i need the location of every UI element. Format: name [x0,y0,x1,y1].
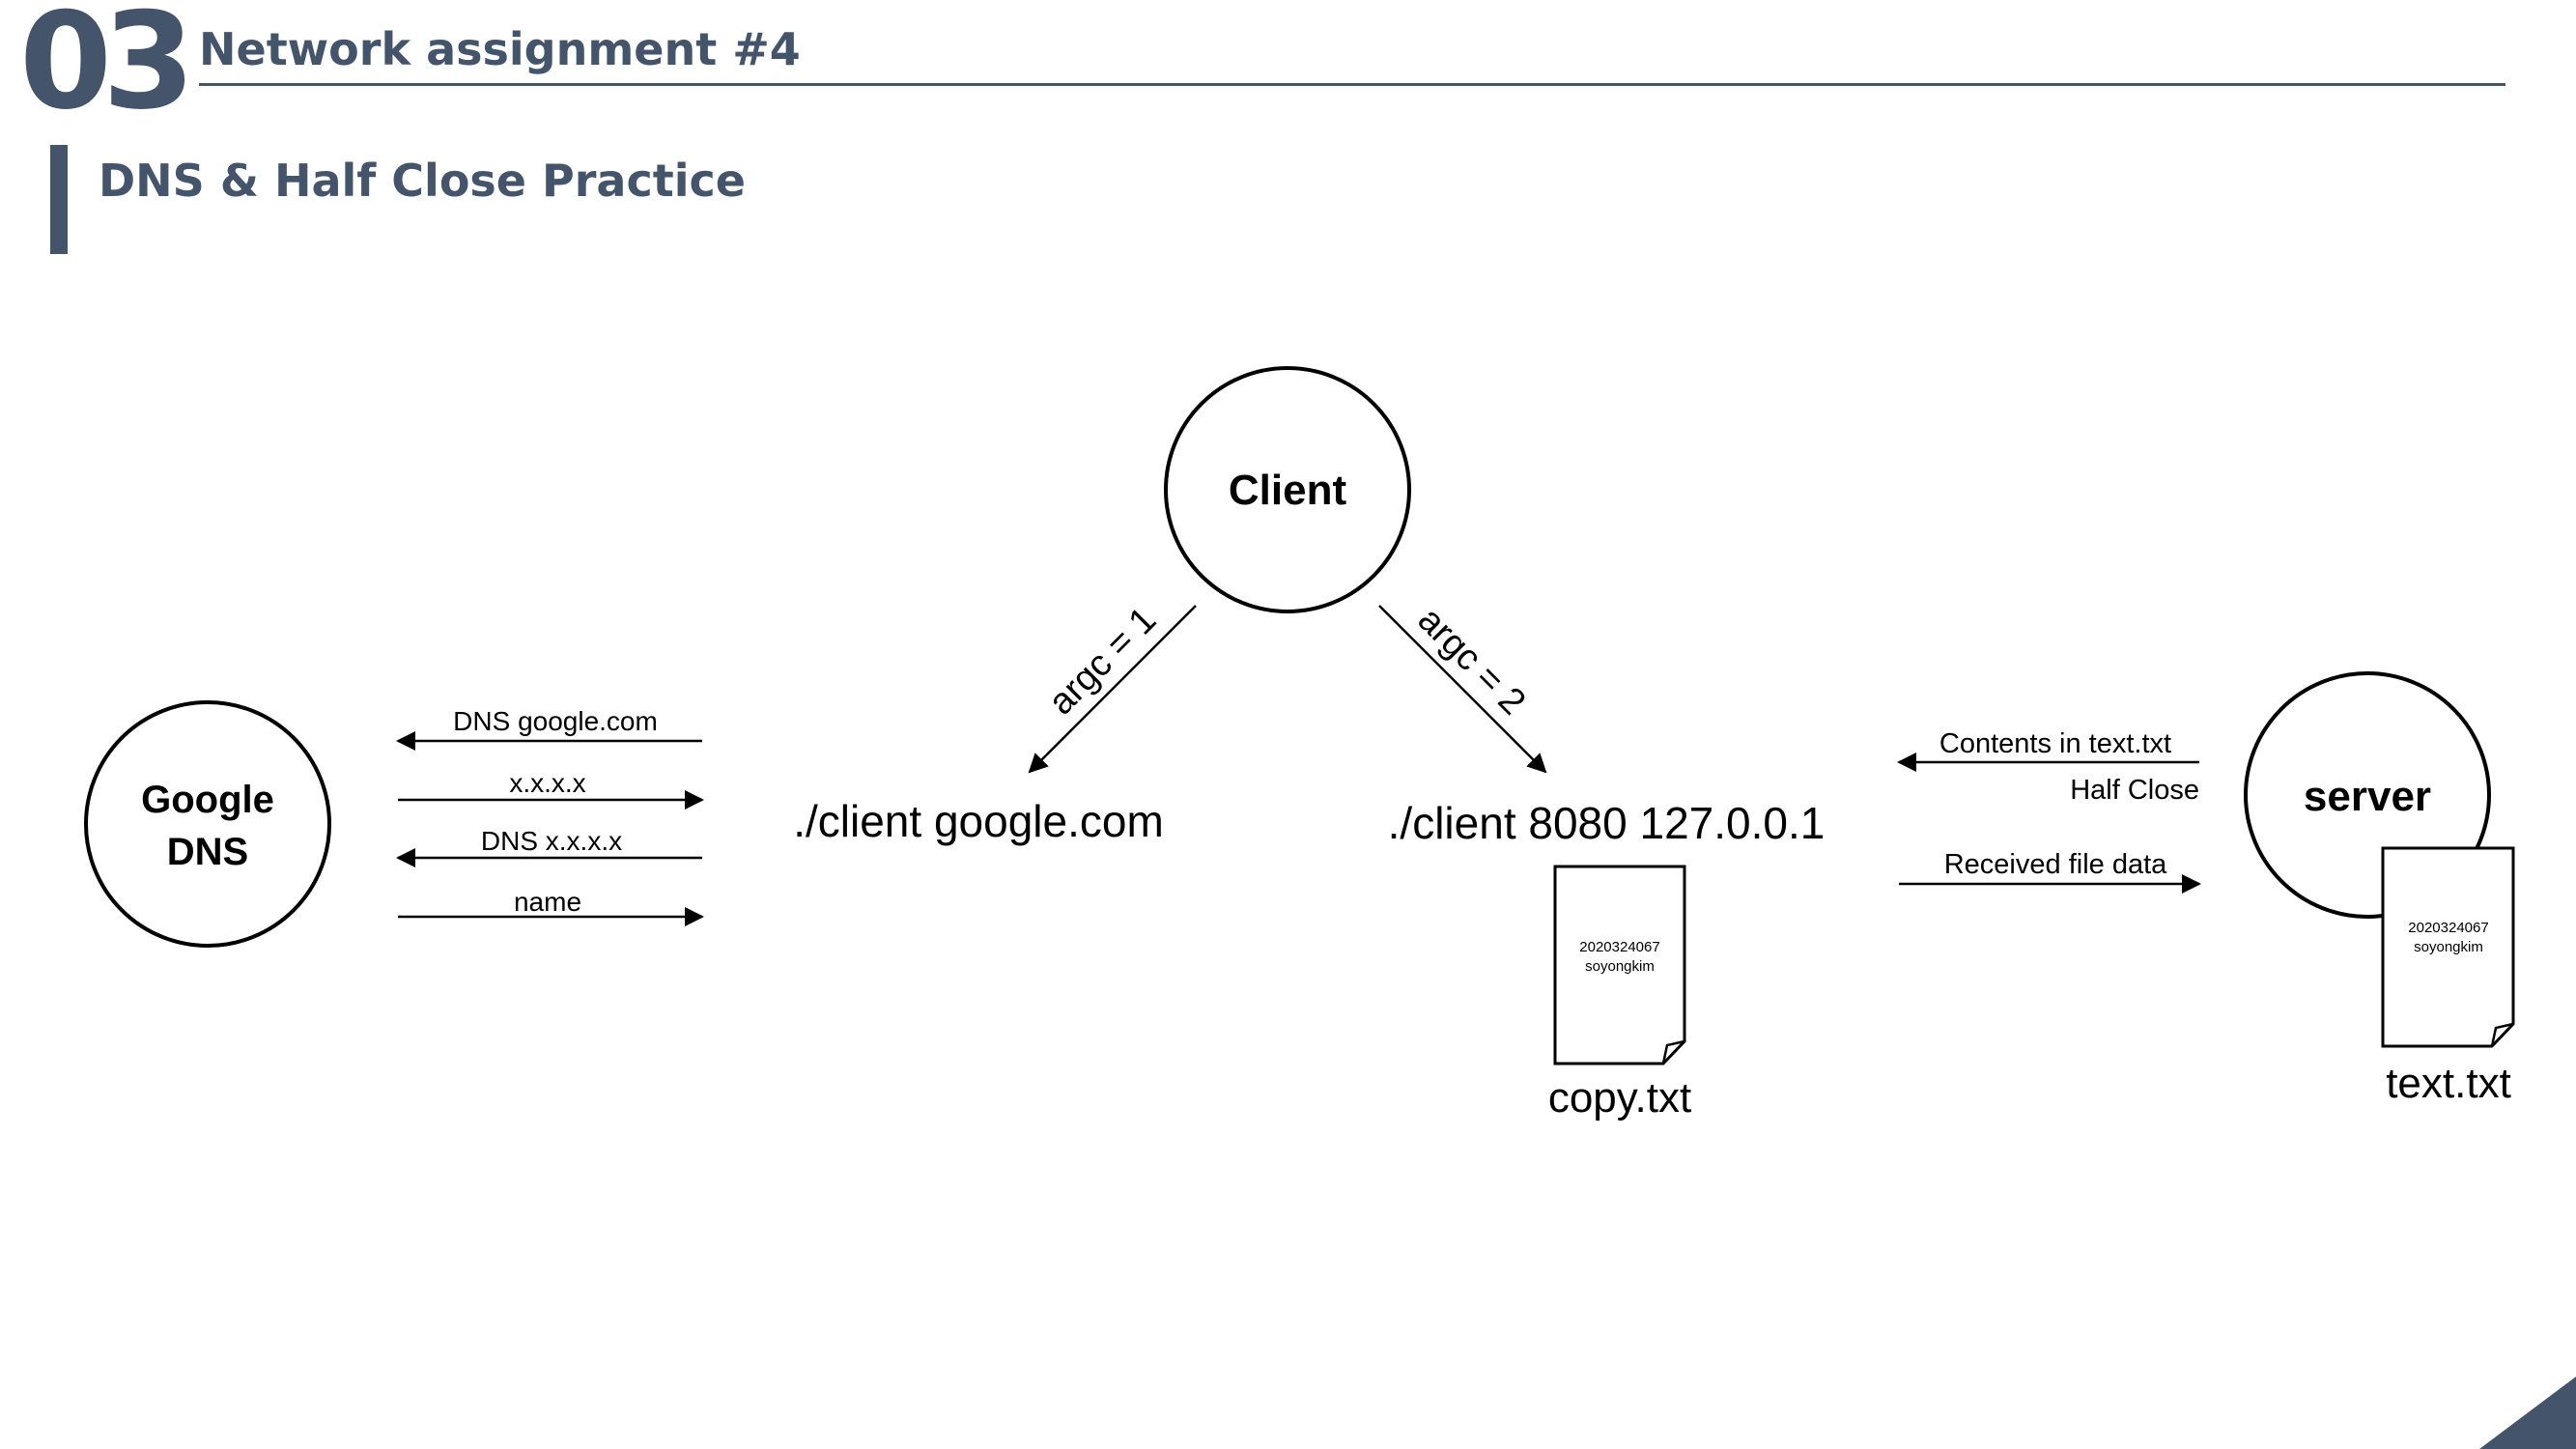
copy-file-content-line1: 2020324067 [1579,939,1659,955]
argc2-edge-label: argc = 2 [1410,600,1534,724]
reverse-query-label: DNS x.x.x.x [481,826,622,856]
corner-decoration [2479,1377,2576,1449]
google-dns-node [84,700,331,948]
client-node-label: Client [1229,467,1347,514]
half-close-label: Half Close [2070,775,2199,806]
server-node [2244,671,2491,919]
argc1-edge-arrow [1028,605,1197,774]
copy-file-name: copy.txt [1548,1074,1691,1122]
server-node-label: server [2304,773,2431,820]
file-command-label: ./client 8080 127.0.0.1 [1388,798,1826,848]
contents-label: Contents in text.txt [1939,728,2171,759]
client-node [1164,366,1411,613]
text-file-content-line2: soyongkim [2414,939,2483,955]
dns-response-label: x.x.x.x [509,768,585,798]
text-file-icon [2381,846,2515,1048]
copy-file-icon [1553,865,1686,1065]
title-divider [199,83,2505,86]
argc1-edge-label: argc = 1 [1041,600,1165,724]
page-title: Network assignment #4 [199,23,801,75]
text-file-fold [2490,1022,2514,1047]
google-dns-label-line1: Google [141,779,274,821]
google-dns-label-line2: DNS [167,831,248,873]
page-subtitle: DNS & Half Close Practice [99,155,746,207]
copy-file-content-line2: soyongkim [1585,958,1655,975]
text-file-name: text.txt [2386,1060,2511,1107]
argc2-edge-arrow [1378,605,1547,774]
subtitle-accent-bar [50,145,68,254]
dns-command-label: ./client google.com [793,796,1164,846]
received-data-label: Received file data [1944,849,2167,880]
reverse-response-label: name [514,887,581,917]
copy-file-fold [1661,1039,1685,1065]
section-number: 03 [19,0,195,139]
dns-query-label: DNS google.com [453,706,658,736]
text-file-content-line1: 2020324067 [2408,920,2488,936]
